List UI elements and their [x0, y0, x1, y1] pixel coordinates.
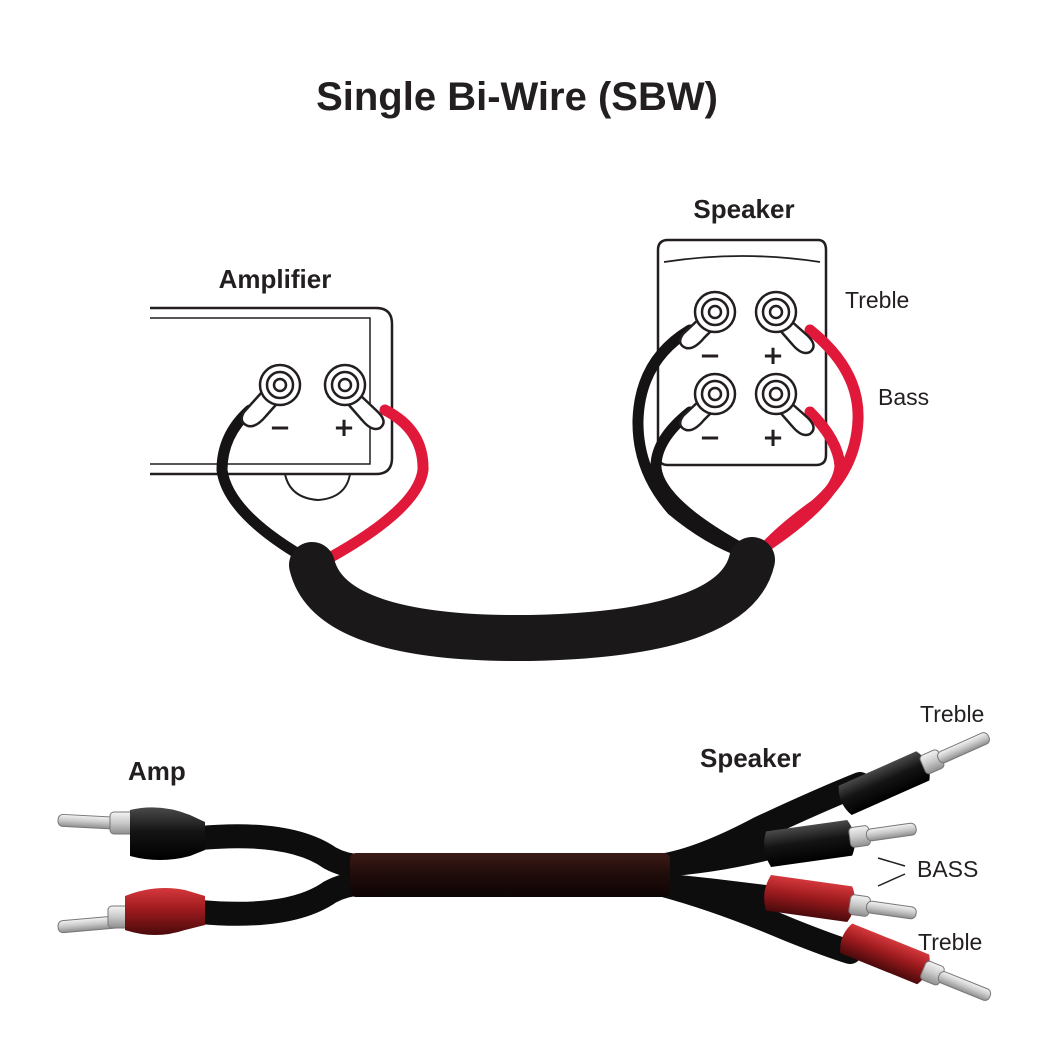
amplifier-label: Amplifier: [219, 264, 332, 294]
speaker-treble-plus-terminal: [754, 290, 815, 355]
cable-conductors: [188, 772, 872, 964]
bass-minus-sign: −: [699, 423, 721, 453]
main-cable: [289, 537, 775, 662]
speaker-bass-red-plug: [764, 874, 917, 923]
page-title: Single Bi-Wire (SBW): [316, 75, 718, 119]
amplifier-box: [150, 306, 394, 502]
speaker-red-bass-wire: [750, 406, 846, 559]
speaker-treble-red-plug: [840, 923, 992, 1001]
speaker-label: Speaker: [693, 194, 794, 224]
speaker-treble-black-plug: [838, 732, 990, 816]
bass-label: Bass: [878, 384, 929, 410]
cable-treble-bottom-label: Treble: [918, 929, 982, 955]
cable-amp-label: Amp: [128, 756, 186, 786]
cable-jacket: [350, 853, 670, 897]
treble-plus-sign: +: [762, 341, 784, 371]
cable-treble-top-label: Treble: [920, 701, 984, 727]
amp-minus-sign: −: [269, 413, 291, 443]
amp-black-wire: [216, 404, 318, 568]
wires: [216, 324, 864, 568]
bass-pointer-lines: [877, 857, 906, 887]
amp-minus-terminal: [240, 363, 302, 428]
amp-black-plug: [57, 807, 205, 860]
speaker-black-treble-wire: [632, 324, 751, 559]
cable-speaker-label: Speaker: [700, 743, 801, 773]
treble-label: Treble: [845, 287, 909, 313]
amp-red-wire: [316, 404, 429, 568]
cable-bass-label: BASS: [917, 856, 978, 882]
speaker-box: [656, 238, 828, 467]
speaker-treble-minus-terminal: [678, 290, 737, 350]
treble-minus-sign: −: [699, 341, 721, 371]
speaker-bass-plus-terminal: [754, 372, 815, 437]
bass-plus-sign: +: [762, 423, 784, 453]
speaker-bass-black-plug: [764, 819, 917, 868]
speaker-black-bass-wire: [650, 406, 756, 559]
amp-plus-terminal: [323, 363, 385, 431]
amp-red-plug: [57, 888, 205, 935]
amp-plus-sign: +: [333, 413, 355, 443]
speaker-bass-minus-terminal: [678, 372, 737, 432]
